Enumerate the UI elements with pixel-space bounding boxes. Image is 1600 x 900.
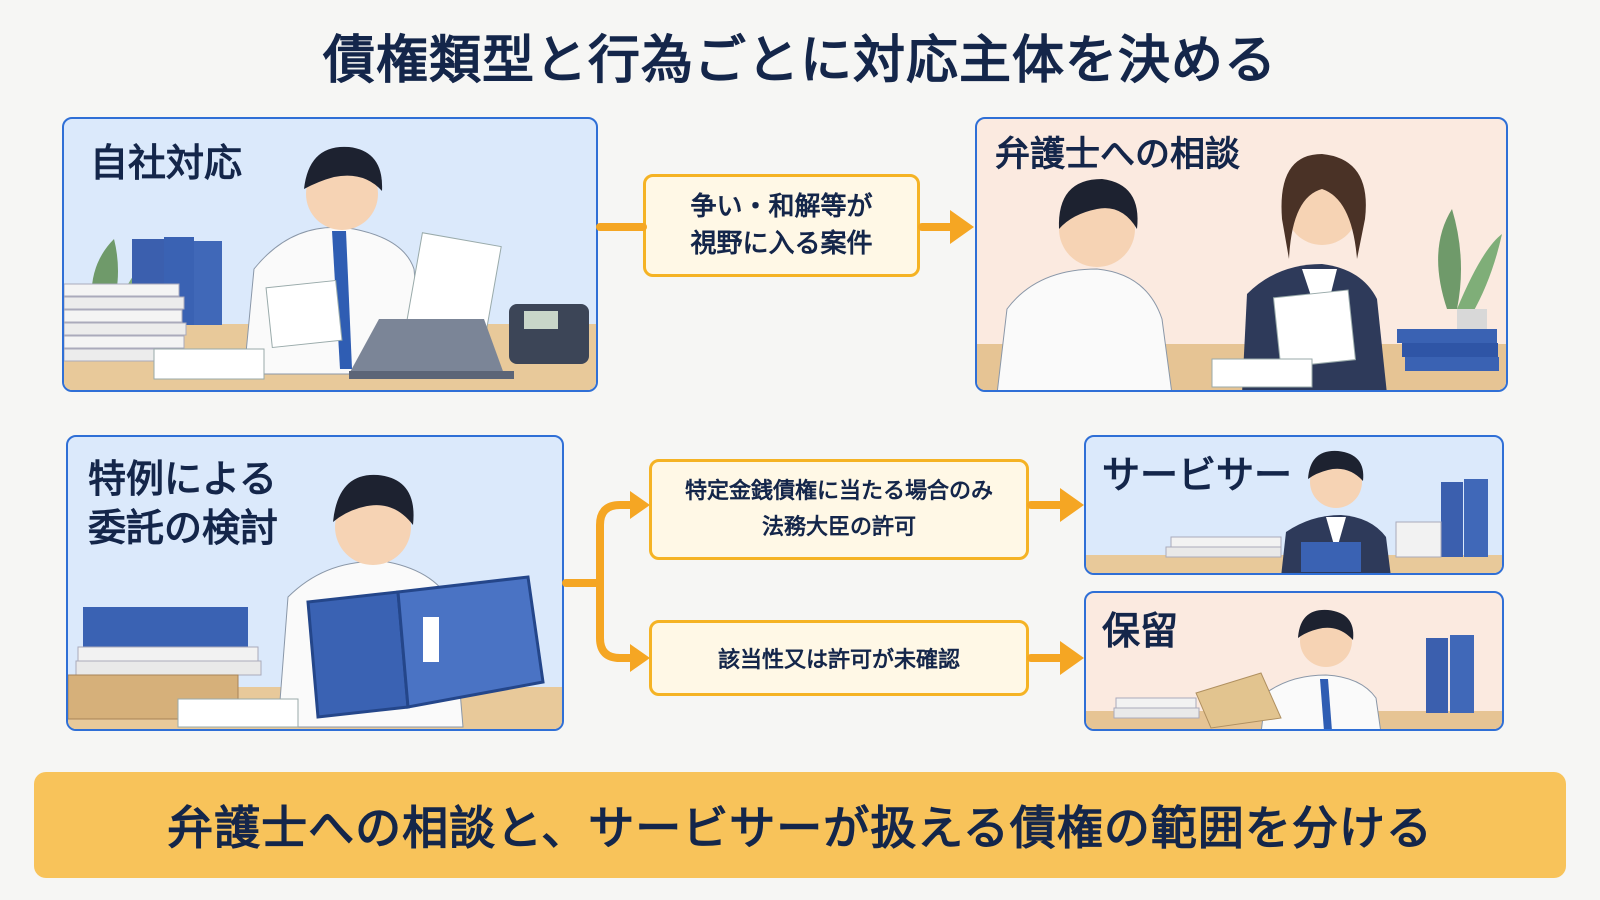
action-specific-claim: 特定金銭債権に当たる場合のみ 法務大臣の許可 (649, 459, 1029, 560)
arrowhead-unconfirmed (630, 644, 650, 672)
arrowhead-hold (1060, 641, 1084, 675)
action-unconfirmed-line1: 該当性又は許可が未確認 (717, 648, 960, 673)
panel-servicer: サービサー (1084, 435, 1504, 575)
action-dispute: 争い・和解等が 視野に入る案件 (643, 174, 920, 277)
panel-hold: 保留 (1084, 591, 1504, 731)
panel-exception-label: 特例による 委託の検討 (88, 455, 278, 552)
summary-banner-text: 弁護士への相談と、サービサーが扱える債権の範囲を分ける (167, 801, 1433, 855)
arrowhead-servicer (1060, 488, 1084, 522)
action-dispute-line2: 視野に入る案件 (690, 228, 873, 259)
arrowhead-lawyer (950, 210, 974, 244)
reviewing-binder-illustration (68, 474, 562, 729)
panel-in-house: 自社対応 (62, 117, 598, 392)
office-worker-illustration (64, 146, 596, 390)
panel-exception-label-line1: 特例による (88, 457, 277, 501)
panel-exception-label-line2: 委託の検討 (88, 505, 279, 550)
arrowhead-specific (630, 491, 650, 519)
panel-exception: 特例による 委託の検討 (66, 435, 564, 731)
panel-lawyer: 弁護士への相談 (975, 117, 1508, 392)
page-title: 債権類型と行為ごとに対応主体を決める (322, 31, 1277, 91)
arrow-exception-branch (562, 501, 636, 662)
servicer-staff-illustration (1086, 450, 1502, 573)
panel-lawyer-label: 弁護士への相談 (995, 135, 1241, 175)
hold-worker-illustration (1086, 609, 1502, 729)
summary-banner: 弁護士への相談と、サービサーが扱える債権の範囲を分ける (34, 772, 1566, 878)
panel-in-house-label: 自社対応 (90, 141, 243, 185)
panel-servicer-label: サービサー (1102, 453, 1293, 497)
panel-hold-label: 保留 (1102, 609, 1179, 653)
action-unconfirmed: 該当性又は許可が未確認 (649, 620, 1029, 696)
lawyer-consultation-illustration (977, 154, 1506, 390)
action-specific-claim-line2: 法務大臣の許可 (761, 514, 916, 540)
action-specific-claim-line1: 特定金銭債権に当たる場合のみ (684, 479, 993, 505)
action-dispute-line1: 争い・和解等が (690, 192, 873, 223)
